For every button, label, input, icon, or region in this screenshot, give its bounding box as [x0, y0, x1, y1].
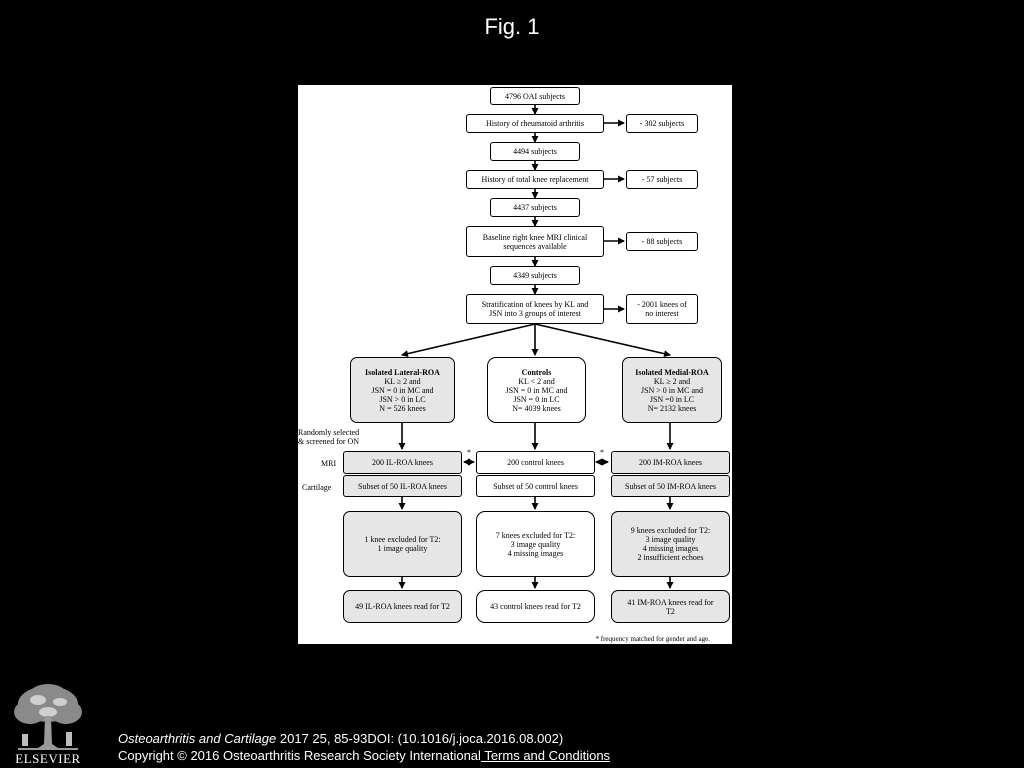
match-marker-left: *: [467, 448, 471, 457]
flowchart-arrows: [398, 105, 674, 589]
arrow-split-right: [534, 323, 671, 358]
box-rheumatoid-arthritis: History of rheumatoid arthritis: [466, 114, 604, 133]
label-randomly-selected: Randomly selected & screened for ON: [298, 428, 360, 446]
slide-title: Fig. 1: [484, 14, 540, 39]
box-final-il-roa: 49 IL-ROA knees read for T2: [343, 590, 462, 623]
box-baseline-mri: Baseline right knee MRI clinical sequenc…: [466, 226, 604, 257]
flowchart-figure: 4796 OAI subjects History of rheumatoid …: [298, 85, 732, 644]
box-oai-subjects: 4796 OAI subjects: [490, 87, 580, 105]
box-excl-302: - 302 subjects: [626, 114, 698, 133]
box-excluded-il-roa: 1 knee excluded for T2: 1 image quality: [343, 511, 462, 577]
elsevier-tree-logo: [8, 682, 88, 750]
terms-and-conditions-link[interactable]: Terms and Conditions: [480, 748, 611, 763]
box-stratification: Stratification of knees by KL and JSN in…: [466, 294, 604, 324]
elsevier-logo-text: ELSEVIER: [15, 751, 81, 766]
box-cartilage-il-roa: Subset of 50 IL-ROA knees: [343, 475, 462, 497]
box-excluded-controls: 7 knees excluded for T2: 3 image quality…: [476, 511, 595, 577]
box-mri-controls: 200 control knees: [476, 451, 595, 474]
copyright: Copyright © 2016 Osteoarthritis Research…: [118, 748, 611, 763]
box-excl-2001: - 2001 knees of no interest: [626, 294, 698, 324]
box-cartilage-im-roa: Subset of 50 IM-ROA knees: [611, 475, 730, 497]
label-cartilage: Cartilage: [302, 483, 332, 492]
box-mri-im-roa: 200 IM-ROA knees: [611, 451, 730, 474]
box-4437-subjects: 4437 subjects: [490, 198, 580, 217]
box-knee-replacement: History of total knee replacement: [466, 170, 604, 189]
arrow-split-left: [401, 323, 536, 358]
box-excl-88: - 88 subjects: [626, 232, 698, 251]
box-final-controls: 43 control knees read for T2: [476, 590, 595, 623]
box-final-im-roa: 41 IM-ROA knees read for T2: [611, 590, 730, 623]
box-4494-subjects: 4494 subjects: [490, 142, 580, 161]
citation: Osteoarthritis and Cartilage 2017 25, 85…: [118, 731, 564, 746]
box-excluded-im-roa: 9 knees excluded for T2: 3 image quality…: [611, 511, 730, 577]
box-excl-57: - 57 subjects: [626, 170, 698, 189]
box-mri-il-roa: 200 IL-ROA knees: [343, 451, 462, 474]
box-4349-subjects: 4349 subjects: [490, 266, 580, 285]
box-cartilage-controls: Subset of 50 control knees: [476, 475, 595, 497]
footnote: * frequency matched for gender and age.: [595, 635, 710, 643]
label-mri: MRI: [321, 459, 337, 468]
match-marker-right: *: [600, 448, 604, 457]
